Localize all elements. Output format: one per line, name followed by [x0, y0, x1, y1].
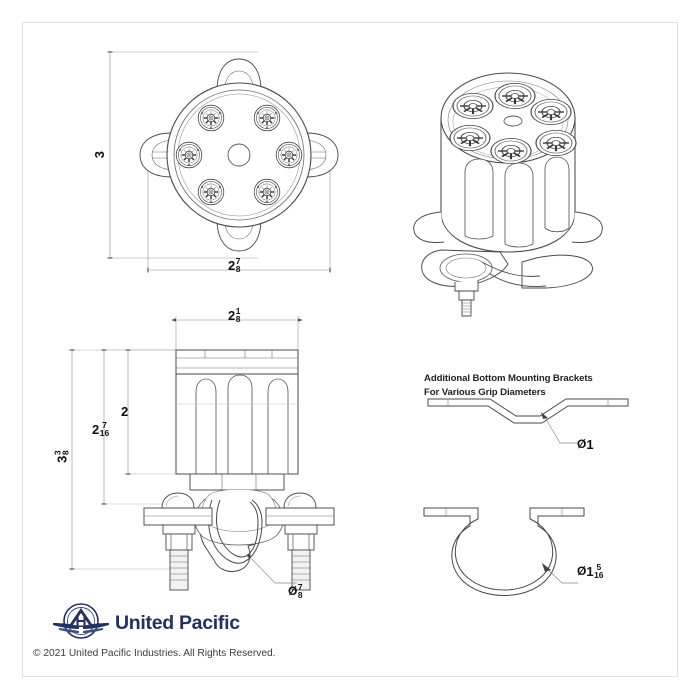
dim-front-view-body-height: 2 [121, 404, 129, 420]
united-pacific-winged-emblem-icon [53, 603, 109, 639]
bracket-note-line-2: For Various Grip Diameters [424, 387, 546, 398]
copyright-text: © 2021 United Pacific Industries. All Ri… [33, 648, 276, 659]
bracket-note-line-1: Additional Bottom Mounting Brackets [424, 373, 593, 384]
dim-top-view-height: 3 [92, 150, 108, 159]
dim-bracket-1-diameter: Ø1 [577, 437, 594, 453]
brand-wordmark: United Pacific [115, 612, 240, 634]
